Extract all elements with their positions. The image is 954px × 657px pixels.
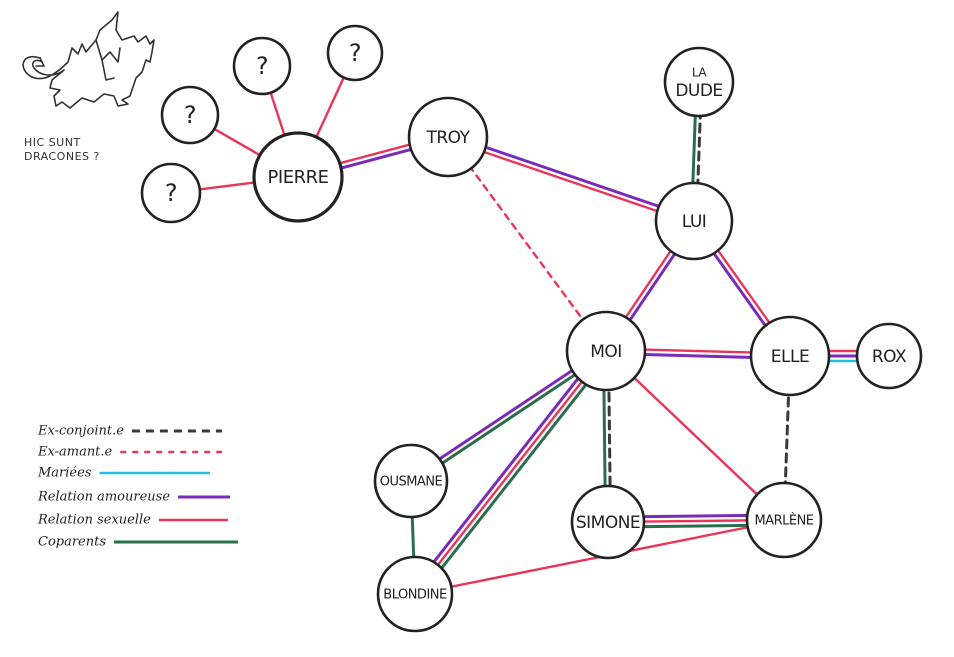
node-label: DUDE: [675, 81, 722, 101]
legend-label: Mariées: [37, 466, 92, 481]
node-circle: [326, 24, 384, 82]
legend-item-ex-conjoint: Ex-conjoint.e: [37, 424, 222, 439]
node-label: ?: [349, 39, 361, 67]
node-circle: [663, 46, 735, 118]
edge-line-sexuelle: [413, 349, 608, 596]
node-pierre: PIERRE: [252, 131, 344, 223]
edge-line-amoureuse: [409, 346, 604, 593]
legend-label: Relation amoureuse: [37, 490, 170, 505]
node-simone: SIMONE: [570, 484, 646, 560]
node-q3: ?: [326, 24, 384, 82]
node-label: LUI: [682, 212, 707, 232]
edge-troy-moi: [446, 135, 608, 353]
edge-line-sexuelle: [604, 349, 786, 522]
node-label: ?: [165, 179, 177, 207]
edge-troy-lui: [445, 133, 697, 225]
node-label: TROY: [425, 128, 470, 148]
edge-moi-blondine: [409, 346, 612, 599]
legend-label: Ex-amant.e: [37, 445, 113, 460]
node-q2: ?: [232, 36, 292, 96]
node-circle: [745, 481, 823, 559]
caption-line-1: HIC SUNT: [24, 136, 81, 149]
node-circle: [252, 131, 344, 223]
edge-moi-marlene: [604, 349, 786, 522]
legend-item-ex-amant: Ex-amant.e: [37, 445, 222, 460]
edge-line-ex-amant: [446, 135, 608, 353]
node-circle: [140, 162, 202, 224]
node-label: ?: [184, 101, 196, 129]
node-circle: [570, 484, 646, 560]
node-rox: ROX: [855, 322, 923, 390]
node-q1: ?: [160, 85, 220, 145]
node-moi: MOI: [565, 310, 647, 392]
node-blondine: BLONDINE: [376, 555, 454, 633]
dragon-icon: [22, 11, 155, 109]
node-label: OUSMANE: [380, 475, 443, 490]
node-circle: [749, 315, 831, 397]
node-circle: [160, 85, 220, 145]
node-label: MARLÈNE: [754, 513, 813, 529]
legend-label: Relation sexuelle: [37, 513, 151, 528]
legend-label: Ex-conjoint.e: [37, 424, 124, 439]
node-label: ROX: [872, 347, 907, 367]
node-label: MOI: [590, 342, 622, 362]
edge-line-sexuelle: [445, 138, 695, 225]
node-label: ELLE: [771, 347, 809, 367]
node-circle: [654, 181, 734, 261]
node-label: PIERRE: [268, 167, 329, 188]
node-q4: ?: [140, 162, 202, 224]
legend-item-mariees: Mariées: [37, 466, 210, 481]
edge-line-amoureuse: [447, 133, 697, 221]
caption-line-2: DRACONES ?: [24, 150, 100, 163]
node-lui: LUI: [654, 181, 734, 261]
legend-label: Coparents: [38, 535, 106, 550]
node-label: LA: [692, 66, 707, 80]
node-label: BLONDINE: [383, 588, 447, 603]
node-circle: [376, 555, 454, 633]
node-troy: TROY: [407, 96, 489, 178]
node-circle: [855, 322, 923, 390]
edge-line-coparents: [417, 352, 612, 599]
node-label: SIMONE: [576, 513, 640, 533]
legend-item-sexuelle: Relation sexuelle: [37, 513, 228, 528]
node-label: ?: [256, 52, 268, 80]
node-ousmane: OUSMANE: [373, 443, 449, 519]
node-circle: [407, 96, 489, 178]
legend-item-amoureuse: Relation amoureuse: [37, 490, 230, 505]
node-elle: ELLE: [749, 315, 831, 397]
node-circle: [565, 310, 647, 392]
node-circle: [232, 36, 292, 96]
node-circle: [373, 443, 449, 519]
node-marlene: MARLÈNE: [745, 481, 823, 559]
legend-item-coparents: Coparents: [38, 535, 238, 550]
